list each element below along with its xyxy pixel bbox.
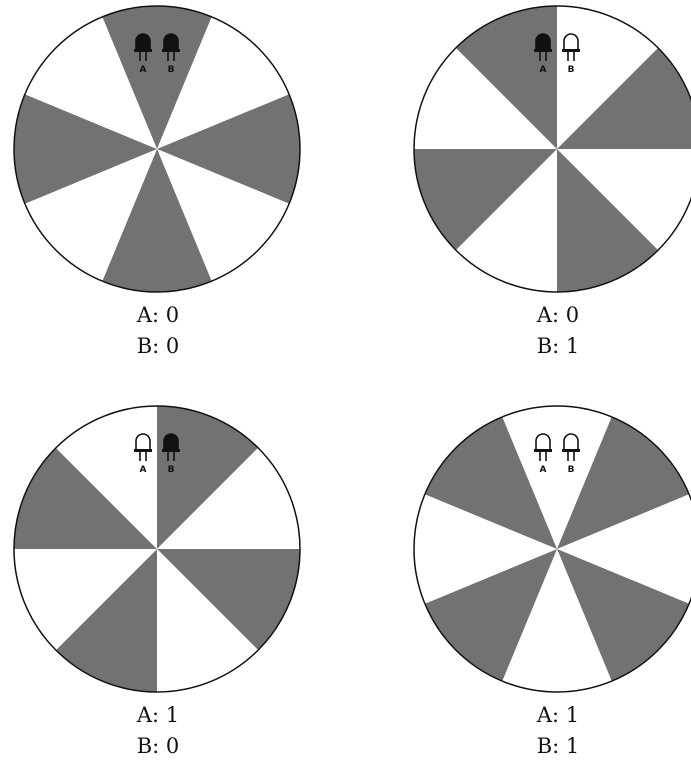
led-b-icon: B: [562, 433, 580, 475]
disk-sector: [557, 47, 691, 149]
disk-sector: [557, 416, 690, 549]
disk-sector: [157, 549, 300, 651]
disk-outline: [13, 5, 301, 293]
disk-sector: [157, 149, 290, 282]
led-a-icon-label: A: [140, 65, 147, 75]
led-a-icon: A: [534, 33, 552, 75]
disk-outline: [13, 405, 301, 693]
state-readout: A: 1 B: 0: [100, 700, 216, 762]
disk-sector: [14, 549, 157, 651]
state-line-a: A: 0: [136, 303, 180, 327]
disk-sector: [414, 149, 557, 251]
disk-outline: [413, 5, 691, 293]
state-readout: A: 0 B: 0: [100, 300, 216, 362]
led-a-icon: A: [134, 33, 152, 75]
disk-sector: [157, 406, 259, 549]
disk-sector: [55, 549, 157, 692]
disk-sector: [157, 16, 290, 149]
disk-sector: [557, 149, 659, 292]
state-line-a: A: 1: [536, 703, 580, 727]
disk-outline: [413, 405, 691, 693]
led-b-icon-label: B: [168, 65, 175, 75]
led-a-icon-label: A: [540, 65, 547, 75]
disk-sector: [102, 6, 212, 149]
led-b-icon-label: B: [568, 465, 575, 475]
disk-sector: [55, 406, 157, 549]
state-line-a: A: 0: [536, 303, 580, 327]
disk-sector: [414, 494, 557, 604]
led-a-icon: A: [534, 433, 552, 475]
state-line-b: B: 0: [136, 734, 180, 758]
state-line-a: A: 1: [136, 703, 180, 727]
disk-sector: [24, 149, 157, 282]
state-readout: A: 1 B: 1: [500, 700, 616, 762]
led-b-icon: B: [162, 33, 180, 75]
led-a-icon: A: [134, 433, 152, 475]
disk-sector: [557, 494, 691, 604]
state-line-b: B: 1: [536, 734, 580, 758]
state-line-b: B: 1: [536, 334, 580, 358]
state-readout: A: 0 B: 1: [500, 300, 616, 362]
disk-sector: [424, 416, 557, 549]
disk-sector: [102, 149, 212, 292]
disk-sector: [157, 549, 259, 692]
disk-sector: [502, 549, 612, 692]
disk-sector: [557, 549, 690, 682]
led-a-icon-label: A: [140, 465, 147, 475]
disk-sector: [557, 5, 659, 149]
disk-sector: [14, 94, 157, 204]
disk-sector: [157, 447, 300, 549]
disk-sector: [502, 406, 612, 549]
disk-sector: [455, 149, 557, 292]
disk-sector: [455, 6, 557, 149]
state-line-b: B: 0: [136, 334, 180, 358]
disk-sector: [13, 447, 157, 549]
led-a-icon-label: A: [540, 465, 547, 475]
disk-sector: [157, 94, 300, 204]
led-b-icon: B: [562, 33, 580, 75]
disk-sector: [557, 149, 691, 251]
disk-sector: [424, 549, 557, 682]
led-b-icon-label: B: [168, 465, 175, 475]
led-b-icon-label: B: [568, 65, 575, 75]
led-b-icon: B: [162, 433, 180, 475]
disk-sector: [414, 47, 557, 149]
disk-sector: [24, 16, 157, 149]
